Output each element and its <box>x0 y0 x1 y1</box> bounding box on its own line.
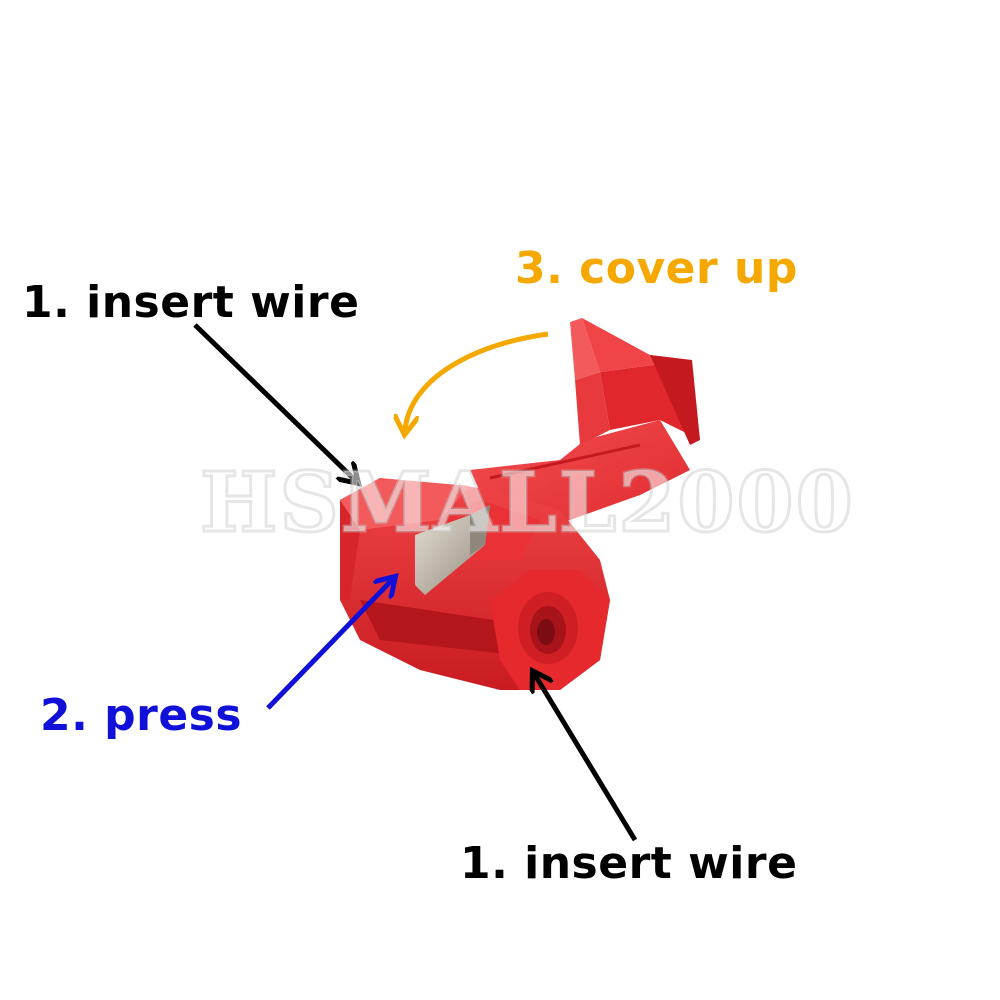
metal-blade <box>415 505 490 595</box>
arrow-press <box>266 580 392 710</box>
press-label: 2. press <box>40 690 243 741</box>
arrow-cover-up <box>405 331 549 430</box>
watermark-text: HSMALL2000 <box>199 455 855 551</box>
connector-body <box>340 478 610 690</box>
arrow-insert-top <box>193 323 355 480</box>
cover-up-label: 3. cover up <box>515 243 798 294</box>
arrow-insert-bottom <box>535 675 638 842</box>
insert-wire-label-bottom: 1. insert wire <box>460 838 798 889</box>
insert-wire-label-top: 1. insert wire <box>22 277 360 328</box>
